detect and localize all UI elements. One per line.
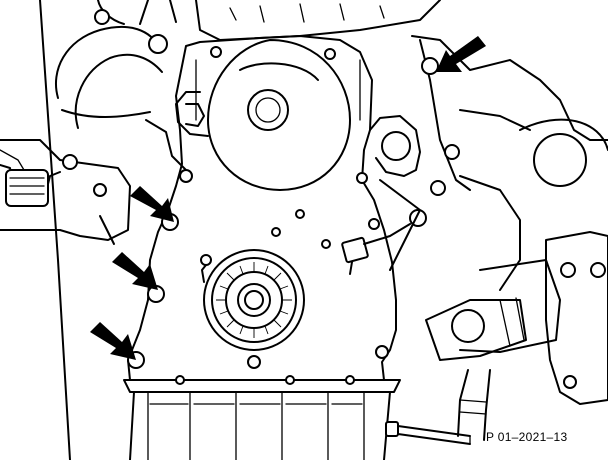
- arrow-middle-left-icon: [112, 252, 158, 290]
- callout-arrows: [90, 36, 486, 360]
- figure-reference-code: P 01–2021–13: [486, 430, 568, 444]
- upper-housing: [195, 0, 441, 41]
- sensor-connector: [341, 223, 411, 275]
- long-bolt: [385, 421, 471, 445]
- water-pump-housing: [175, 39, 351, 191]
- arrow-lower-left-icon: [90, 322, 136, 360]
- arrow-top-right-icon: [436, 36, 486, 72]
- tensioner-assembly: [356, 35, 608, 291]
- crankshaft-seal: [201, 249, 305, 351]
- cover-bolts: [127, 57, 439, 369]
- arrow-upper-left-icon: [130, 186, 174, 222]
- coolant-hose: [55, 0, 187, 171]
- right-lower-housing: [425, 231, 608, 441]
- left-accessory-bracket: [0, 139, 131, 245]
- oil-pan: [123, 375, 401, 460]
